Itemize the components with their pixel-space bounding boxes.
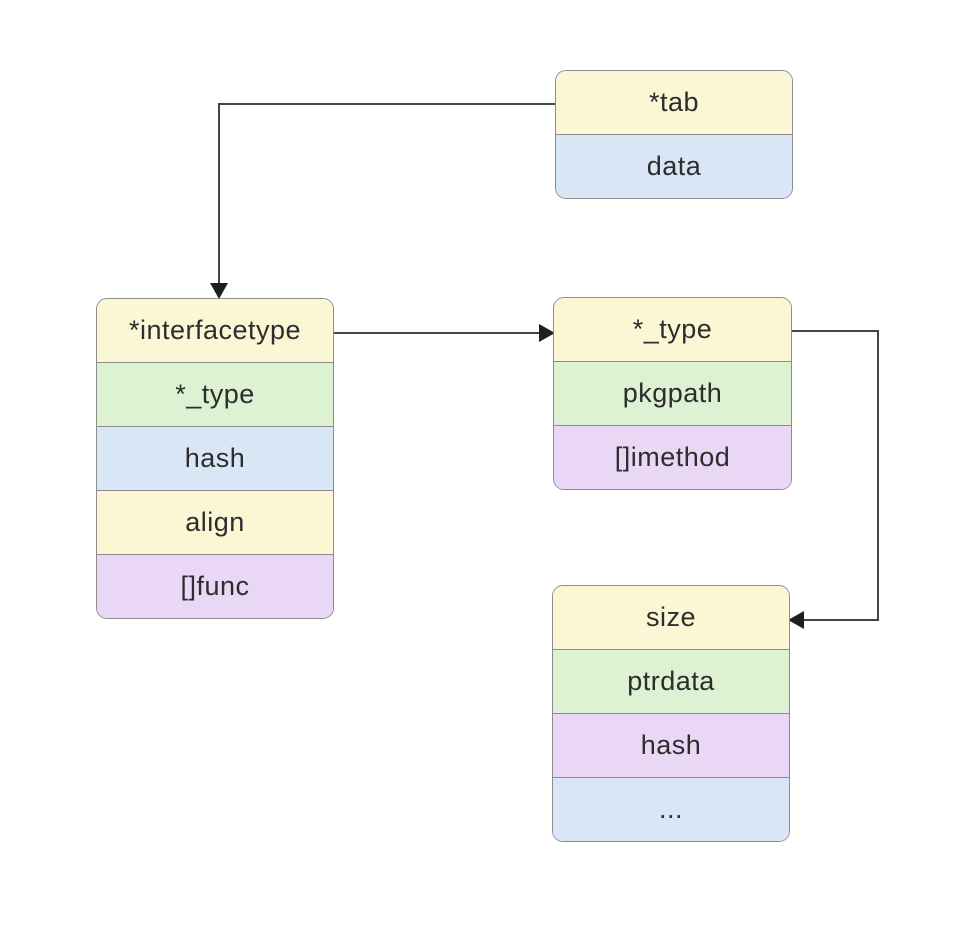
node-itab: *tab data xyxy=(555,70,793,199)
node-row-label: *interfacetype xyxy=(128,315,302,345)
node-row: *_type xyxy=(97,362,333,426)
arrow-interfacetype-to-type xyxy=(333,324,555,342)
node-row: align xyxy=(97,490,333,554)
node-row-label: *_type xyxy=(175,379,255,409)
node-row: *_type xyxy=(554,298,791,361)
node-interfacetype: *interfacetype *_type hash align []func xyxy=(96,298,334,619)
node-row-label: *tab xyxy=(648,87,700,117)
node-row-label: align xyxy=(185,507,245,537)
node-row: []imethod xyxy=(554,425,791,489)
arrowhead-left-icon xyxy=(788,611,804,629)
node-row: *interfacetype xyxy=(97,299,333,362)
node-row: []func xyxy=(97,554,333,618)
node-row-label: []func xyxy=(180,571,250,601)
node-row: ptrdata xyxy=(553,649,789,713)
node-row-label: hash xyxy=(184,443,246,473)
node-row: size xyxy=(553,586,789,649)
node-row-label: hash xyxy=(640,730,702,760)
node-row: pkgpath xyxy=(554,361,791,425)
node-row: data xyxy=(556,134,792,198)
node-row-label: pkgpath xyxy=(622,378,723,408)
node-row-label: ptrdata xyxy=(627,666,715,696)
node-row: *tab xyxy=(556,71,792,134)
node-row: hash xyxy=(97,426,333,490)
node-row: ... xyxy=(553,777,789,841)
node-row-label: data xyxy=(646,151,702,181)
node-row-label: *_type xyxy=(632,314,713,344)
node-row: hash xyxy=(553,713,789,777)
node-size: size ptrdata hash ... xyxy=(552,585,790,842)
node-row-label: size xyxy=(645,602,696,632)
node-type: *_type pkgpath []imethod xyxy=(553,297,792,490)
arrow-type-to-size xyxy=(788,330,879,629)
node-row-label: ... xyxy=(658,794,683,824)
node-row-label: []imethod xyxy=(614,442,731,472)
arrowhead-down-icon xyxy=(210,283,228,299)
arrow-itab-to-interfacetype xyxy=(210,103,555,299)
